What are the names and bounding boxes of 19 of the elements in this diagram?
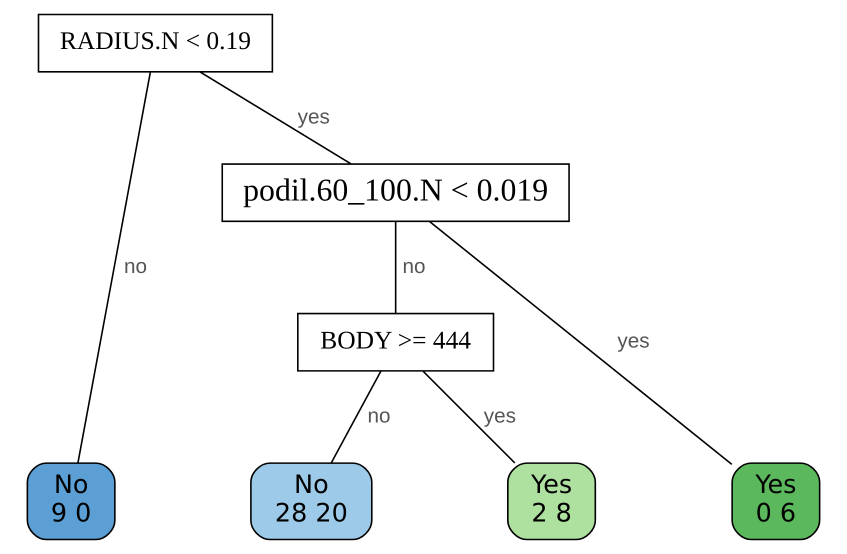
node-box: Yes 2 8	[507, 462, 596, 540]
connector	[428, 220, 732, 465]
edge-label: yes	[617, 330, 650, 353]
node-box: RADIUS.N < 0.19	[38, 14, 274, 73]
connector	[330, 370, 382, 464]
connector	[77, 72, 152, 464]
node-box: No 9 0	[26, 462, 116, 540]
edge-label: no	[367, 404, 390, 428]
node-box: No 28 20	[250, 462, 373, 540]
connector	[422, 370, 516, 464]
node-box: podil.60_100.N < 0.019	[221, 163, 570, 222]
edge-label: yes	[484, 404, 516, 428]
node-box: BODY >= 444	[297, 312, 494, 372]
connector	[394, 222, 396, 314]
node-box: Yes 0 6	[731, 462, 820, 540]
edge-label: yes	[298, 105, 330, 128]
edge-label: no	[402, 254, 426, 278]
connector	[200, 71, 352, 164]
edge-label: no	[124, 254, 148, 278]
